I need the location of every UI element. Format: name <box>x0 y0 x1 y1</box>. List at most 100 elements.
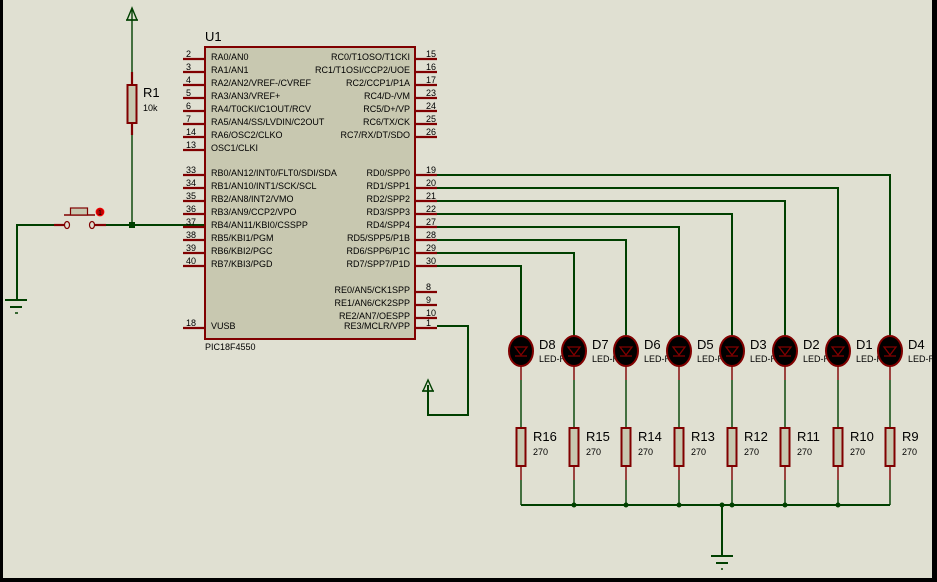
button-state-value: 1 <box>98 210 102 217</box>
resistor-value: 270 <box>638 447 653 457</box>
pin-number: 33 <box>186 165 196 175</box>
led-reference: D4 <box>908 337 925 352</box>
pin-number: 26 <box>426 127 436 137</box>
pin-number: 20 <box>426 178 436 188</box>
pin-number: 4 <box>186 75 191 85</box>
resistor-value: 270 <box>797 447 812 457</box>
mcu-pin-left[interactable]: 13 OSC1/CLKI <box>183 140 258 153</box>
resistor-value: 270 <box>902 447 917 457</box>
schematic-sheet[interactable] <box>3 0 932 578</box>
push-button[interactable]: 1 <box>16 207 205 300</box>
led-type: LED-RED <box>539 354 579 364</box>
r1-reference: R1 <box>143 85 160 100</box>
led-wire <box>437 252 575 335</box>
pin-number: 34 <box>186 178 196 188</box>
pin-label: RC6/TX/CK <box>363 117 410 127</box>
pin-label: RE1/AN6/CK2SPP <box>334 298 410 308</box>
power-terminal-icon[interactable] <box>125 6 139 72</box>
pin-number: 19 <box>426 165 436 175</box>
ground-bus <box>521 502 890 570</box>
u1-reference: U1 <box>205 29 222 44</box>
pin-number: 10 <box>426 308 436 318</box>
led-type: LED-RED <box>697 354 737 364</box>
pin-number: 24 <box>426 101 436 111</box>
junction-dot <box>623 502 629 508</box>
resistor-r1[interactable]: R1 10k <box>126 72 160 225</box>
led-reference: D5 <box>697 337 714 352</box>
pin-label: OSC1/CLKI <box>211 143 258 153</box>
led-icon <box>613 335 639 367</box>
resistor-value: 270 <box>691 447 706 457</box>
mcu-pin-right[interactable]: 10 RE2/AN7/OESPP <box>339 308 437 321</box>
pin-number: 38 <box>186 230 196 240</box>
pin-label: RC0/T1OSO/T1CKI <box>331 52 410 62</box>
junction-dot <box>571 502 577 508</box>
pin-label: RE0/AN5/CK1SPP <box>334 285 410 295</box>
led-type: LED-RED <box>856 354 896 364</box>
led-icon <box>877 335 903 367</box>
button-state-indicator-icon[interactable] <box>95 207 105 217</box>
pin-number: 2 <box>186 49 191 59</box>
pin-label: RE2/AN7/OESPP <box>339 311 410 321</box>
pin-number: 21 <box>426 191 436 201</box>
pin-label: RC5/D+/VP <box>363 104 410 114</box>
resistor-value: 270 <box>744 447 759 457</box>
resistor-value: 270 <box>850 447 865 457</box>
pin-number: 13 <box>186 140 196 150</box>
led-wire <box>437 200 786 335</box>
mcu-pin-right[interactable]: 24 RC5/D+/VP <box>363 101 437 114</box>
